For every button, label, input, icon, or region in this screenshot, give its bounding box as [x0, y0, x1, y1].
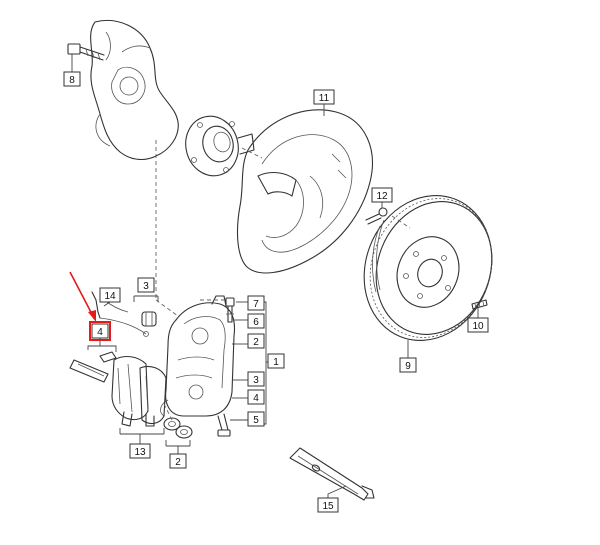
svg-text:13: 13: [134, 447, 146, 458]
svg-text:2: 2: [253, 337, 259, 348]
callout-14[interactable]: 14: [99, 287, 121, 303]
brake-disc: [363, 195, 493, 341]
guide-sleeve: [141, 311, 157, 327]
callout-1[interactable]: 1: [267, 353, 285, 369]
pad-clip: [99, 351, 117, 363]
callout-3-right[interactable]: 3: [247, 371, 265, 387]
callout-13[interactable]: 13: [129, 443, 151, 459]
svg-text:5: 5: [253, 415, 259, 426]
svg-text:3: 3: [253, 375, 259, 386]
callout-10[interactable]: 10: [467, 317, 489, 333]
svg-text:4: 4: [253, 393, 259, 404]
svg-text:4: 4: [97, 327, 103, 338]
anti-rattle-spring: [69, 359, 109, 383]
steering-knuckle: [90, 20, 179, 161]
callout-12[interactable]: 12: [371, 187, 393, 203]
shield-screw: [365, 207, 388, 225]
svg-text:15: 15: [322, 501, 334, 512]
svg-text:7: 7: [253, 299, 259, 310]
svg-text:10: 10: [472, 321, 484, 332]
svg-text:2: 2: [175, 457, 181, 468]
caliper-tool: [289, 447, 375, 501]
svg-text:14: 14: [104, 291, 116, 302]
callout-11[interactable]: 11: [313, 89, 335, 105]
svg-text:3: 3: [143, 281, 149, 292]
svg-text:1: 1: [273, 357, 279, 368]
callout-6[interactable]: 6: [247, 313, 265, 329]
disc-screw: [471, 299, 488, 310]
callout-15[interactable]: 15: [317, 497, 339, 513]
callout-2-lower[interactable]: 2: [169, 453, 187, 469]
callout-3-upper[interactable]: 3: [137, 277, 155, 293]
callout-4-right[interactable]: 4: [247, 389, 265, 405]
assembly-lines: [155, 140, 411, 421]
caliper-bolt: [217, 413, 231, 437]
bleeder-valve: [225, 297, 235, 323]
callout-4-highlighted[interactable]: 4: [89, 321, 111, 341]
callout-8[interactable]: 8: [63, 71, 81, 87]
brake-caliper: [160, 295, 236, 417]
splash-shield: [236, 109, 373, 274]
svg-text:12: 12: [376, 191, 388, 202]
highlight-arrow: [69, 271, 96, 322]
callout-9[interactable]: 9: [399, 357, 417, 373]
callout-7[interactable]: 7: [247, 295, 265, 311]
leader-lines: [71, 54, 479, 498]
callout-2-right[interactable]: 2: [247, 333, 265, 349]
callout-5[interactable]: 5: [247, 411, 265, 427]
svg-text:8: 8: [69, 75, 75, 86]
svg-text:9: 9: [405, 361, 411, 372]
svg-text:11: 11: [319, 93, 330, 104]
brake-pads: [111, 355, 167, 427]
svg-text:6: 6: [253, 317, 259, 328]
washers: [163, 417, 193, 439]
knuckle-bolt: [67, 43, 105, 61]
